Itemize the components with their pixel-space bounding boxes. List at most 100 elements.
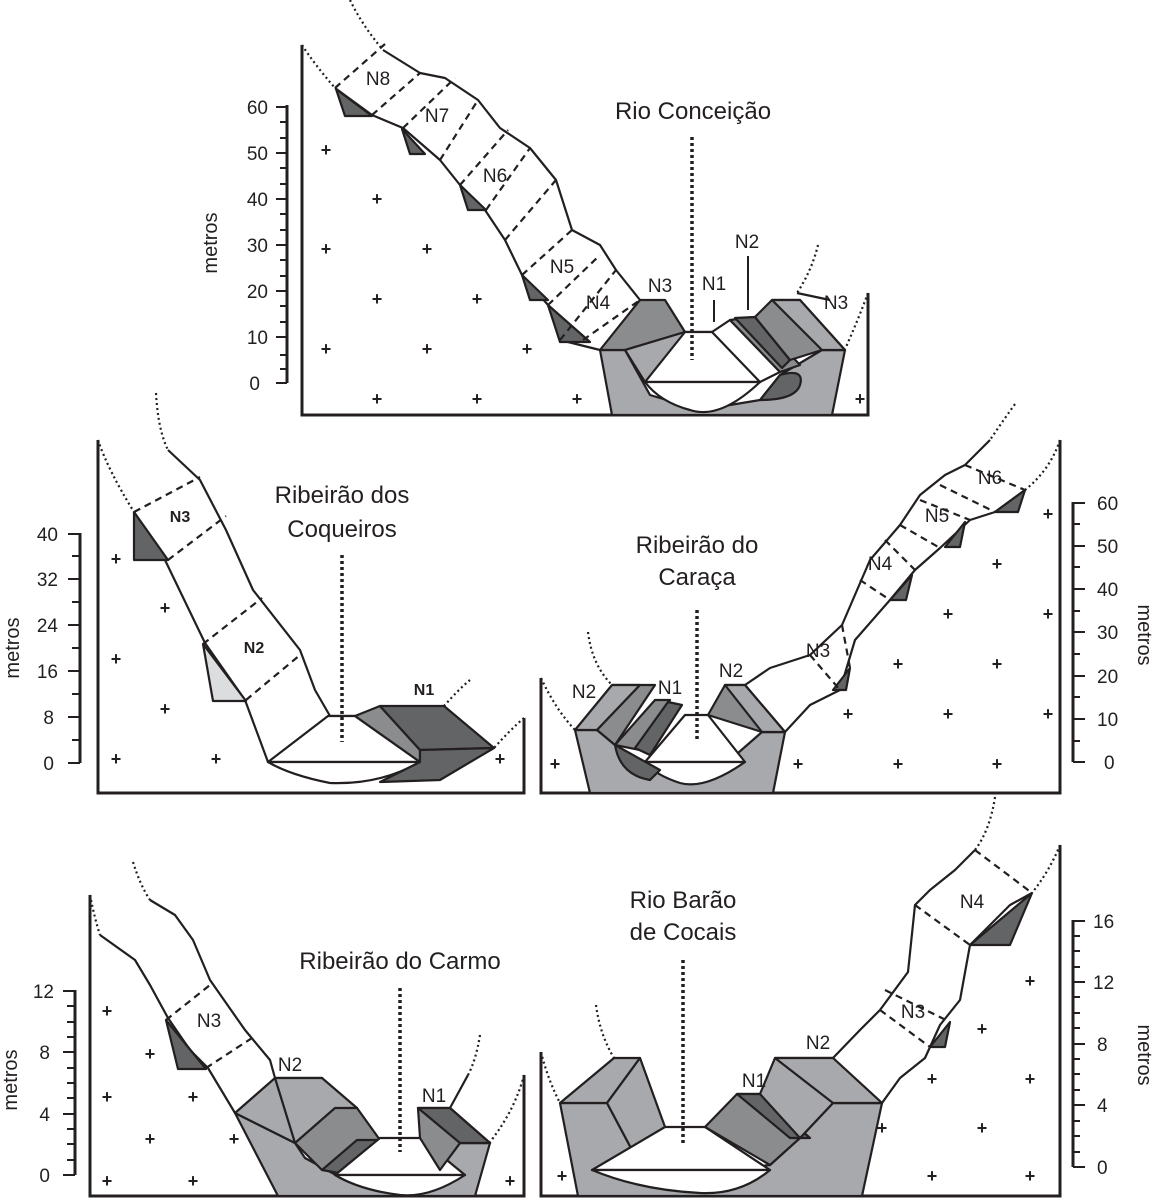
terrace-level-label: N3 (648, 276, 672, 297)
svg-text:+: + (422, 239, 433, 259)
valley-block-ribeirao-dos-coqueiros (266, 704, 496, 785)
svg-text:+: + (1025, 971, 1036, 991)
valley-block-rio-barao-de-cocais (558, 1056, 884, 1198)
river-name-line-2: Coqueiros (287, 516, 396, 543)
svg-text:+: + (111, 649, 122, 669)
tick-label: 40 (1097, 580, 1118, 601)
panel-ribeirao-dos-coqueiros: 0 8 16 24 32 40 metros + + + + + + + (2, 392, 526, 795)
tick-label: 60 (247, 98, 268, 119)
y-axis-ribeirao-dos-coqueiros: 0 8 16 24 32 40 metros (2, 525, 82, 775)
tick-label: 10 (247, 328, 268, 349)
terrace-level-label: N2 (719, 661, 743, 682)
terrace-level-label: N3 (901, 1002, 925, 1023)
tick-label: 16 (1093, 912, 1114, 933)
tick-label: 12 (1093, 973, 1114, 994)
tick-label: 4 (1097, 1096, 1108, 1117)
valley-block-ribeirao-do-carmo (233, 1076, 492, 1198)
terrace-level-label: N2 (572, 682, 596, 703)
terrace-wedge (831, 666, 852, 692)
svg-text:+: + (992, 654, 1003, 674)
tick-label: 30 (1097, 623, 1118, 644)
valley-block-ribeirao-do-caraca (573, 683, 787, 795)
terrace-level-label: N4 (868, 554, 893, 575)
river-name-line-1: Ribeirão do (636, 532, 759, 559)
river-name-line-1: Rio Barão (630, 887, 737, 914)
tick-label: 20 (1097, 667, 1118, 688)
svg-text:+: + (977, 1019, 988, 1039)
terrace-wedge (520, 273, 550, 302)
bedrock-pattern: + + + + + + + (111, 549, 506, 769)
terrace-level-label: N2 (244, 640, 265, 657)
svg-text:+: + (102, 1171, 113, 1191)
terrace-level-label: N1 (702, 274, 726, 295)
terrace-level-label: N3 (197, 1011, 221, 1032)
terrace-wedge (400, 127, 427, 156)
tick-label: 0 (1097, 1158, 1108, 1179)
terrace-level-label: N6 (483, 166, 507, 187)
svg-text:+: + (145, 1044, 156, 1064)
terrace-level-label: N2 (278, 1055, 302, 1076)
svg-text:+: + (372, 289, 383, 309)
bedrock-pattern: + + + + + + + + + (102, 1001, 516, 1191)
tick-label: 16 (37, 662, 58, 683)
panel-ribeirao-do-carmo: 0 4 8 12 metros + + + + + + + + + (0, 861, 526, 1198)
y-axis-rio-conceicao: 0 10 20 30 40 50 60 metros (200, 98, 289, 395)
tick-label: 0 (1104, 753, 1115, 774)
svg-text:+: + (927, 1069, 938, 1089)
svg-text:+: + (943, 604, 954, 624)
terrace-level-label: N3 (824, 293, 848, 314)
axis-label-metros: metros (0, 1049, 22, 1110)
svg-text:+: + (160, 598, 171, 618)
svg-text:+: + (1043, 604, 1054, 624)
y-axis-ribeirao-do-carmo: 0 4 8 12 metros (0, 982, 77, 1187)
terrace-boundaries (133, 476, 301, 701)
tick-label: 0 (43, 754, 54, 775)
terrace-level-label: N1 (422, 1086, 446, 1107)
terrace-wedge (132, 510, 170, 562)
tick-label: 50 (1097, 537, 1118, 558)
terrace-boundaries (809, 463, 1026, 691)
terrace-level-label: N2 (735, 232, 759, 253)
terrace-wedge (968, 891, 1034, 947)
svg-text:+: + (1043, 504, 1054, 524)
svg-text:+: + (111, 549, 122, 569)
svg-text:+: + (793, 754, 804, 774)
tick-label: 0 (249, 374, 260, 395)
svg-text:+: + (1025, 1069, 1036, 1089)
terrace-level-label: N4 (586, 293, 611, 314)
svg-text:+: + (102, 1087, 113, 1107)
tick-label: 20 (247, 282, 268, 303)
y-axis-rio-barao-de-cocais: 0 4 8 12 16 metros (1071, 912, 1155, 1179)
terrace-level-label: N6 (978, 468, 1002, 489)
svg-text:+: + (572, 389, 583, 409)
tick-label: 8 (43, 708, 54, 729)
terrace-wedge (334, 87, 374, 118)
tick-label: 30 (247, 236, 268, 257)
terrace-wedge (458, 183, 488, 212)
svg-text:+: + (372, 389, 383, 409)
svg-text:+: + (557, 1166, 568, 1186)
svg-text:+: + (992, 554, 1003, 574)
tick-label: 0 (39, 1166, 50, 1187)
svg-text:+: + (188, 1171, 199, 1191)
svg-text:+: + (372, 189, 383, 209)
svg-text:+: + (321, 339, 332, 359)
terrace-wedge (993, 488, 1027, 514)
terrace-level-label: N3 (170, 509, 191, 526)
bedrock-pattern: + + + + + + + + + + + + + (321, 140, 866, 409)
terrace-level-label: N3 (806, 641, 830, 662)
terrace-level-label: N5 (925, 506, 949, 527)
tick-label: 8 (39, 1043, 50, 1064)
svg-text:+: + (505, 1171, 516, 1191)
svg-text:+: + (111, 749, 122, 769)
terrace-level-label: N4 (960, 892, 985, 913)
terrace-level-label: N7 (425, 106, 449, 127)
svg-text:+: + (495, 749, 506, 769)
svg-text:+: + (472, 289, 483, 309)
svg-text:+: + (893, 754, 904, 774)
svg-text:+: + (472, 389, 483, 409)
panel-ribeirao-do-caraca: 0 10 20 30 40 50 60 metros + + + + + + +… (539, 403, 1155, 795)
terrace-wedge (164, 1018, 208, 1071)
river-name-line-2: de Cocais (630, 919, 737, 946)
terrace-wedge (928, 1020, 952, 1049)
